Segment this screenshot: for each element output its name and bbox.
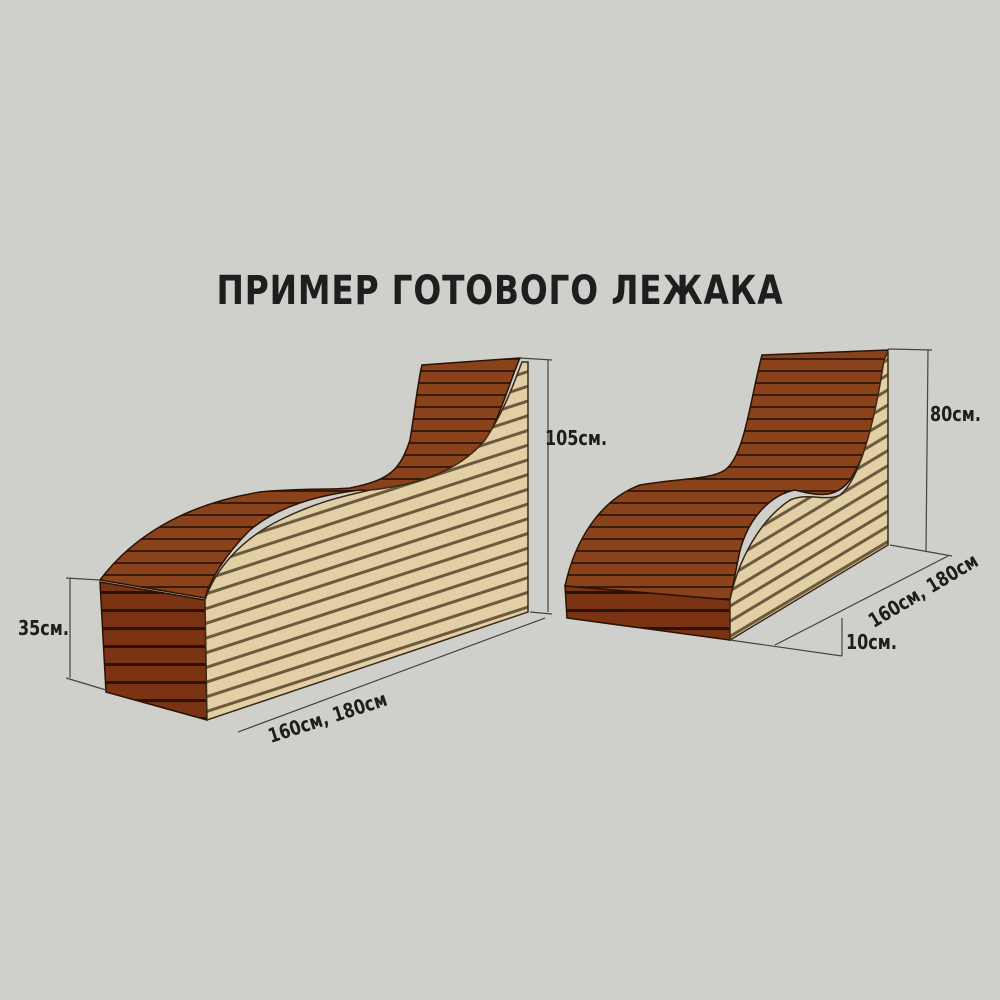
- right-top-surface: [564, 349, 889, 601]
- left-side-panel: [204, 361, 529, 722]
- right-lounger: [564, 348, 953, 657]
- left-front-height-label: 35см.: [18, 616, 69, 640]
- left-top-surface: [98, 357, 522, 599]
- left-height-label: 105см.: [545, 426, 608, 450]
- left-length-dim-line: [237, 617, 546, 733]
- left-front-box: [99, 581, 208, 721]
- left-lounger: [65, 357, 553, 733]
- right-side-panel: [729, 351, 889, 642]
- right-height-dim-line: [925, 349, 929, 553]
- page-title: ПРИМЕР ГОТОВОГО ЛЕЖАКА: [216, 268, 784, 314]
- right-length-dim-line: [774, 555, 949, 646]
- right-height-label: 80см.: [930, 402, 981, 426]
- right-base-height-label: 10см.: [846, 630, 897, 654]
